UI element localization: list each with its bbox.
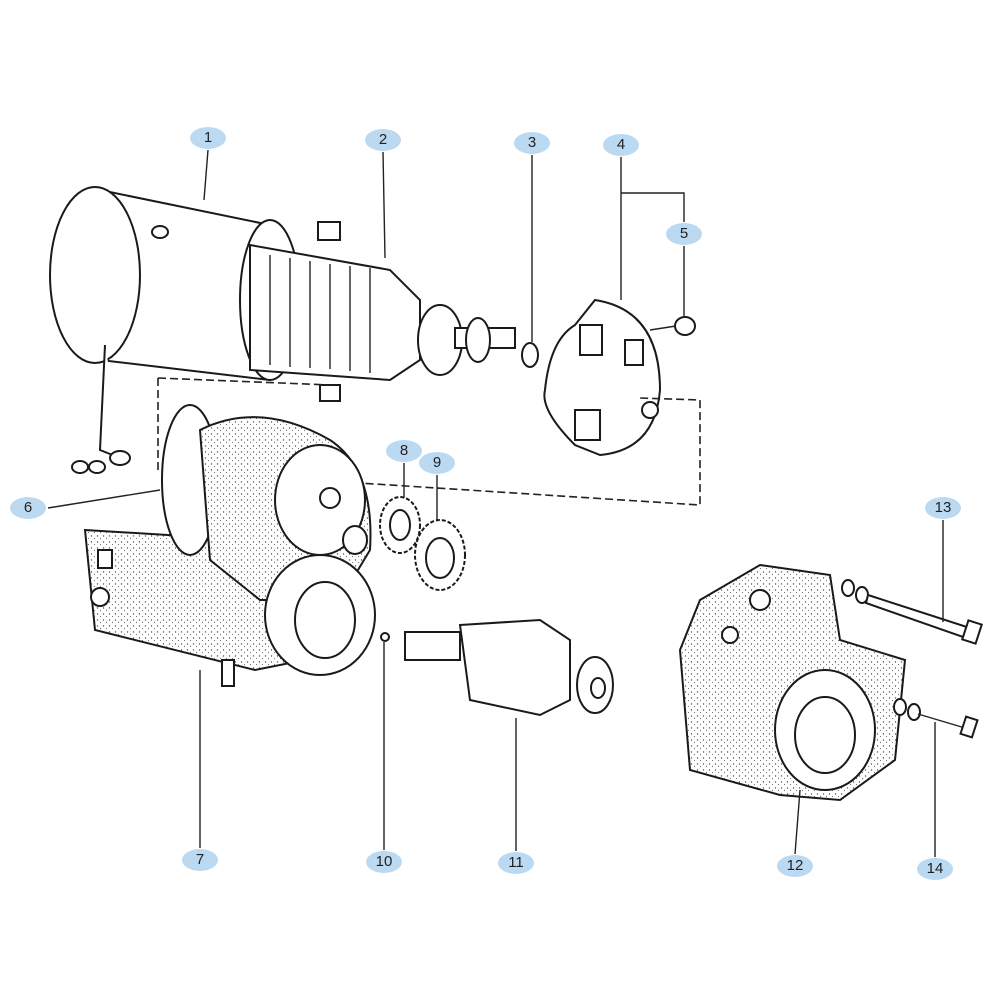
- part-11-pinion-clutch: [404, 618, 614, 717]
- part-14-screw: [893, 698, 979, 739]
- nuts-washers: [71, 460, 106, 474]
- callout-10[interactable]: 10: [366, 851, 402, 873]
- alignment-guide: [157, 377, 701, 506]
- part-7-housing: [83, 404, 376, 687]
- callout-8[interactable]: 8: [386, 440, 422, 462]
- part-4-brush-holder: [543, 298, 662, 457]
- part-13-bolt: [841, 579, 984, 645]
- callout-13[interactable]: 13: [925, 497, 961, 519]
- callout-7[interactable]: 7: [182, 849, 218, 871]
- callout-6[interactable]: 6: [10, 497, 46, 519]
- callout-1[interactable]: 1: [190, 127, 226, 149]
- callout-4[interactable]: 4: [603, 134, 639, 156]
- callout-3[interactable]: 3: [514, 132, 550, 154]
- leader-lines: [47, 149, 944, 857]
- callout-14[interactable]: 14: [917, 858, 953, 880]
- part-8-gear: [379, 496, 421, 554]
- part-3-washer: [521, 342, 539, 368]
- part-12-drive-housing: [678, 563, 907, 802]
- part-9-gear: [414, 519, 466, 591]
- callout-5[interactable]: 5: [666, 223, 702, 245]
- part-2-armature: [249, 243, 516, 382]
- callout-9[interactable]: 9: [419, 452, 455, 474]
- part-5-screw: [649, 316, 696, 336]
- callout-11[interactable]: 11: [498, 852, 534, 874]
- callout-2[interactable]: 2: [365, 129, 401, 151]
- part-10-ball: [380, 632, 390, 642]
- callout-12[interactable]: 12: [777, 855, 813, 877]
